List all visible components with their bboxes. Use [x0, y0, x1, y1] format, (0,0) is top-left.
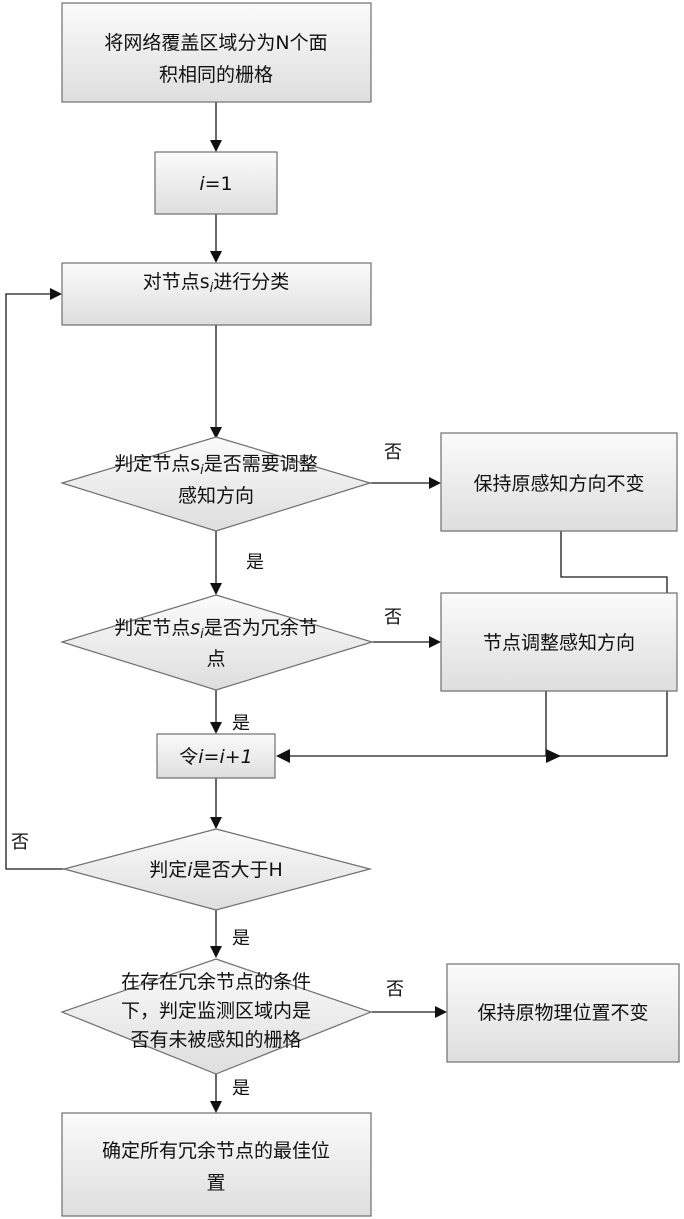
arrowhead [210, 251, 222, 263]
arrowhead [210, 1101, 222, 1113]
judge-h-pre: 判定 [149, 859, 187, 881]
edge-label-h-yes: 是 [232, 928, 250, 949]
edge-label-redundant-no: 否 [384, 607, 402, 628]
judge-h-post: 是否大于H [193, 859, 283, 881]
classify-pre: 对节点 [143, 271, 200, 293]
arrowhead [210, 946, 222, 958]
edge-label-adjust-yes: 是 [246, 552, 264, 573]
arrowhead [546, 749, 561, 763]
arrowhead [276, 749, 290, 763]
arrowhead [50, 288, 62, 300]
arrowhead [435, 1006, 447, 1018]
edge-label-uncovered-no: 否 [386, 979, 404, 1000]
arrowhead [210, 817, 222, 829]
arrowhead [210, 140, 222, 152]
judge-uncovered-line2: 下，判定监测区域内是 [121, 1000, 311, 1022]
judge-adjust-post: 是否需要调整 [204, 453, 318, 475]
increment-expr: i=i+1 [198, 746, 253, 768]
arrowhead [210, 722, 222, 734]
judge-redundant-s: s [190, 617, 200, 639]
arrowhead [429, 477, 441, 489]
judge-uncovered-line3: 否有未被感知的栅格 [130, 1029, 301, 1051]
increment-pre: 令 [179, 746, 198, 768]
edge-label-h-no: 否 [11, 832, 29, 853]
edge-label-adjust-no: 否 [384, 442, 402, 463]
increment-label: 令i=i+1 [179, 746, 253, 768]
edge-label-uncovered-yes: 是 [232, 1078, 250, 1099]
keep-position-label: 保持原物理位置不变 [477, 1002, 648, 1024]
best-position-line2: 置 [206, 1172, 225, 1194]
classify-post: 进行分类 [213, 271, 289, 293]
judge-adjust-s: s [190, 453, 200, 475]
judge-redundant-line2: 点 [206, 648, 225, 670]
init-i-label: i=1 [199, 173, 232, 195]
judge-adjust-pre: 判定节点 [114, 453, 190, 475]
classify-label: 对节点si进行分类 [143, 271, 290, 296]
judge-adjust-line2: 感知方向 [178, 485, 254, 507]
node-best-position [62, 1113, 371, 1216]
arrowhead [429, 636, 441, 648]
divide-grid-line1: 将网络覆盖区域分为N个面 [104, 32, 327, 54]
judge-uncovered-line1: 在存在冗余节点的条件 [121, 971, 311, 993]
judge-adjust-line1: 判定节点si是否需要调整 [114, 453, 318, 478]
node-judge-redundant [62, 595, 372, 690]
judge-redundant-pre: 判定节点 [114, 617, 190, 639]
arrowhead [210, 583, 222, 595]
best-position-line1: 确定所有冗余节点的最佳位 [102, 1140, 330, 1162]
node-judge-adjust [62, 437, 370, 531]
keep-direction-label: 保持原感知方向不变 [473, 473, 644, 495]
classify-s: s [200, 271, 210, 293]
judge-redundant-post: 是否为冗余节 [204, 617, 318, 639]
judge-redundant-line1: 判定节点si是否为冗余节 [114, 617, 318, 642]
adjust-direction-label: 节点调整感知方向 [483, 632, 635, 654]
judge-h-label: 判定i是否大于H [149, 859, 283, 881]
divide-grid-line2: 积相同的栅格 [159, 64, 273, 86]
edge-h-no-loop [6, 294, 64, 869]
init-i-rest: =1 [205, 173, 233, 195]
edge-label-redundant-yes: 是 [232, 713, 250, 734]
